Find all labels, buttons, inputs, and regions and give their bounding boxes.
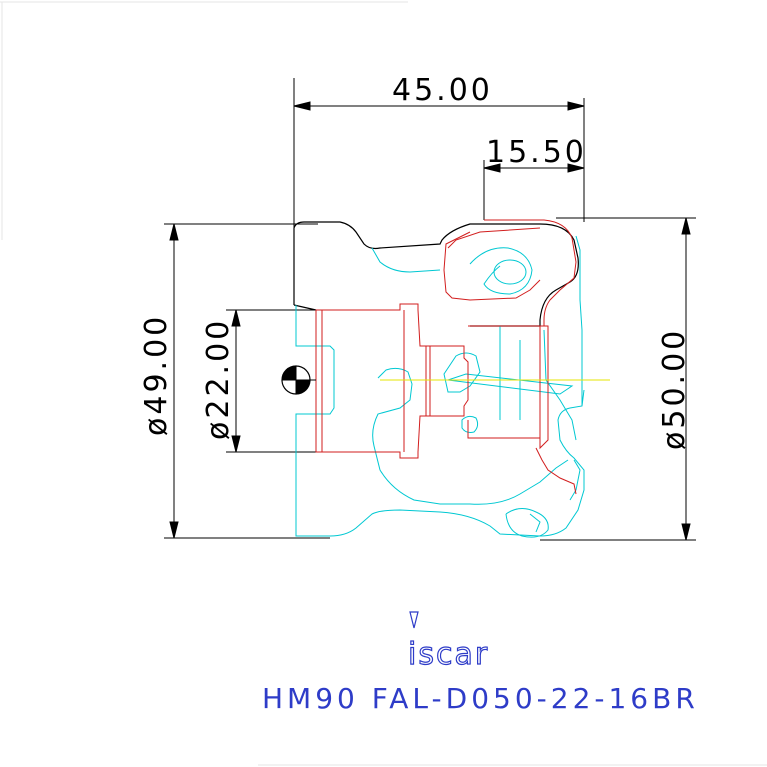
dim-bore-diameter <box>226 309 316 453</box>
cutter-body-outline <box>295 235 585 538</box>
center-mark-symbol <box>281 365 316 395</box>
iscar-logo: iscar <box>407 611 489 673</box>
dim-outer-diameter-label: ø49.00 <box>139 314 174 436</box>
dim-cutting-diameter-label: ø50.00 <box>657 328 692 450</box>
part-number: HM90 FAL-D050-22-16BR <box>262 682 699 715</box>
svg-text:iscar: iscar <box>408 637 489 672</box>
dim-overall-length <box>293 78 585 305</box>
dim-bore-diameter-label: ø22.00 <box>201 318 236 440</box>
dim-overall-length-label: 45.00 <box>392 73 493 108</box>
dim-cutting-diameter <box>540 217 696 541</box>
insert-and-bore-outline <box>315 219 577 495</box>
dim-insert-offset-label: 15.50 <box>486 135 587 170</box>
dim-insert-offset <box>483 160 585 220</box>
dim-outer-diameter <box>164 223 330 539</box>
